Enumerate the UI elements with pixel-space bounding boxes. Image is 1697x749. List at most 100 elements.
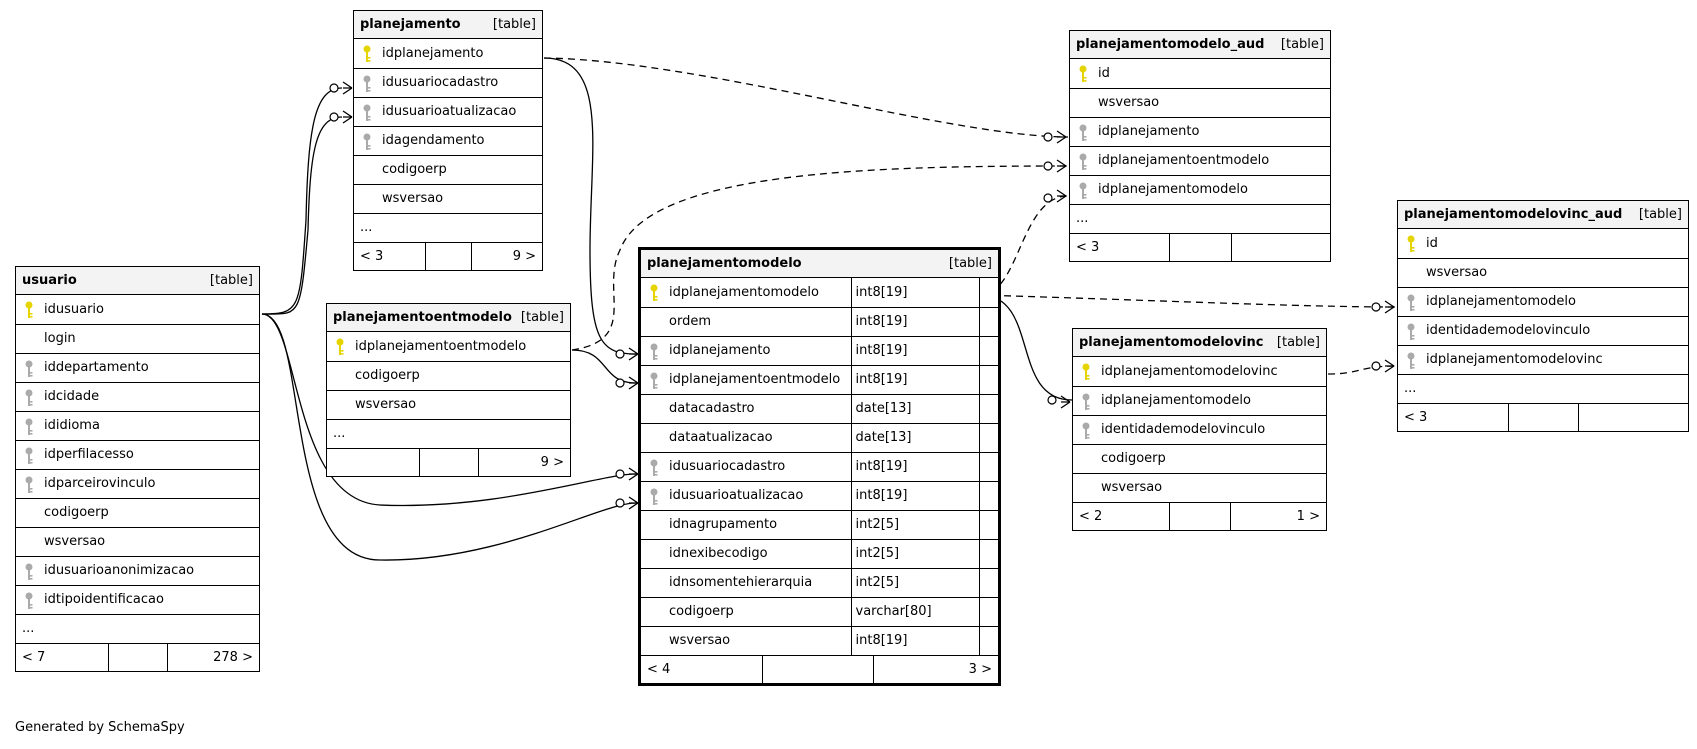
column-row[interactable]: idperfilacesso [16,440,259,470]
column-name: wsversao [355,397,417,412]
table-planejamentomodelovinc-aud[interactable]: planejamentomodelovinc_aud[table]id wsver… [1397,200,1689,432]
child-count[interactable]: 278 > [166,643,259,671]
column-row[interactable]: wsversao [354,184,542,214]
column-spacer [978,365,998,395]
column-name: wsversao [1098,95,1160,110]
column-row[interactable]: idusuarioanonimizacao [16,556,259,586]
parent-count[interactable]: < 2 [1079,508,1103,524]
table-header[interactable]: usuario[table] [16,267,259,295]
table-header[interactable]: planejamentomodelo[table] [641,250,998,278]
column-name: ididioma [44,418,100,433]
column-row[interactable]: idplanejamentomodelo [1398,287,1688,317]
column-spacer [978,307,998,337]
column-row[interactable]: idplanejamento [1070,117,1330,147]
column-spacer [978,481,998,511]
column-row[interactable]: wsversao [1398,258,1688,288]
column-row[interactable]: idusuario [16,295,259,325]
column-row[interactable]: idparceirovinculo [16,469,259,499]
marker-vinc-idmodelo [1047,395,1071,409]
column-row[interactable]: idcidade [16,382,259,412]
column-row[interactable]: idplanejamentomodelovinc [1073,357,1326,387]
column-row[interactable]: idtipoidentificacao [16,585,259,615]
parent-count[interactable]: < 3 [1076,239,1100,255]
table-header[interactable]: planejamentoentmodelo[table] [327,304,570,332]
parent-count[interactable]: < 4 [647,661,671,677]
footer-middle [762,655,873,683]
column-row[interactable]: wsversao [16,527,259,557]
table-type: [table] [1276,335,1320,350]
child-count[interactable]: 3 > [873,655,998,683]
column-row[interactable]: idplanejamento [354,39,542,69]
child-count[interactable] [1231,233,1330,261]
column-name: wsversao [1426,265,1488,280]
column-type: int8[19] [850,278,979,308]
link-vinc-vincaud [1327,365,1397,375]
table-planejamentomodelo-aud[interactable]: planejamentomodelo_aud[table]id wsversao i… [1069,30,1331,262]
column-name: id [1426,235,1438,251]
column-row[interactable]: identidademodelovinculo [1398,316,1688,346]
child-count[interactable] [1577,403,1688,431]
column-row[interactable]: login [16,324,259,354]
column-row[interactable]: codigoerp [16,498,259,528]
column-row[interactable]: ididioma [16,411,259,441]
column-row[interactable]: wsversao [1070,88,1330,118]
column-row[interactable]: idplanejamentomodelovinc [1398,345,1688,375]
child-count[interactable]: 9 > [477,448,570,476]
table-planejamentomodelo[interactable]: planejamentomodelo[table]idplanejamentom… [638,247,1001,686]
column-row[interactable]: idusuariocadastro [354,68,542,98]
table-header[interactable]: planejamentomodelovinc[table] [1073,329,1326,357]
column-row[interactable]: iddepartamento [16,353,259,383]
column-type: int8[19] [850,365,979,395]
parent-count[interactable] [327,449,419,476]
table-header[interactable]: planejamento[table] [354,11,542,39]
table-type: [table] [520,310,564,325]
table-planejamentoentmodelo[interactable]: planejamentoentmodelo[table]idplanejamen… [326,303,571,477]
more-columns-row: ... [354,213,542,243]
column-name: idusuarioanonimizacao [44,563,195,578]
column-row[interactable]: identidademodelovinculo [1073,415,1326,445]
column-row[interactable]: wsversao [327,390,570,420]
table-header[interactable]: planejamentomodelo_aud[table] [1070,31,1330,59]
column-spacer [978,394,998,424]
table-planejamentomodelovinc[interactable]: planejamentomodelovinc[table]idplanejame… [1072,328,1327,531]
column-row[interactable]: codigoerp [327,361,570,391]
table-header[interactable]: planejamentomodelovinc_aud[table] [1398,201,1688,229]
column-row[interactable]: idagendamento [354,126,542,156]
column-name: idplanejamentoentmodelo [1098,153,1270,168]
column-spacer [978,278,998,308]
column-row[interactable]: idplanejamentomodelo [1073,386,1326,416]
column-row[interactable]: idplanejamentomodelo [1070,175,1330,205]
marker-aud-idplanejamento [1043,130,1067,144]
column-row[interactable]: idusuarioatualizacao [354,97,542,127]
parent-count[interactable]: < 3 [1404,409,1428,425]
column-row[interactable]: idplanejamentoentmodelo [1070,146,1330,176]
child-count[interactable]: 9 > [470,242,542,270]
column-row[interactable]: codigoerp [354,155,542,185]
parent-count[interactable]: < 3 [360,248,384,264]
link-usuario-planejamento-atualizacao [261,116,343,315]
marker-planejamento-atualizacao [329,110,353,124]
column-row[interactable]: codigoerp [1073,444,1326,474]
child-count[interactable]: 1 > [1229,502,1326,530]
column-row[interactable]: id [1070,59,1330,89]
column-row[interactable]: id [1398,229,1688,259]
parent-count[interactable]: < 7 [22,649,46,665]
column-row[interactable]: idplanejamentoentmodelo [327,332,570,362]
column-row[interactable]: wsversao [1073,473,1326,503]
column-name: idplanejamento [669,343,771,358]
